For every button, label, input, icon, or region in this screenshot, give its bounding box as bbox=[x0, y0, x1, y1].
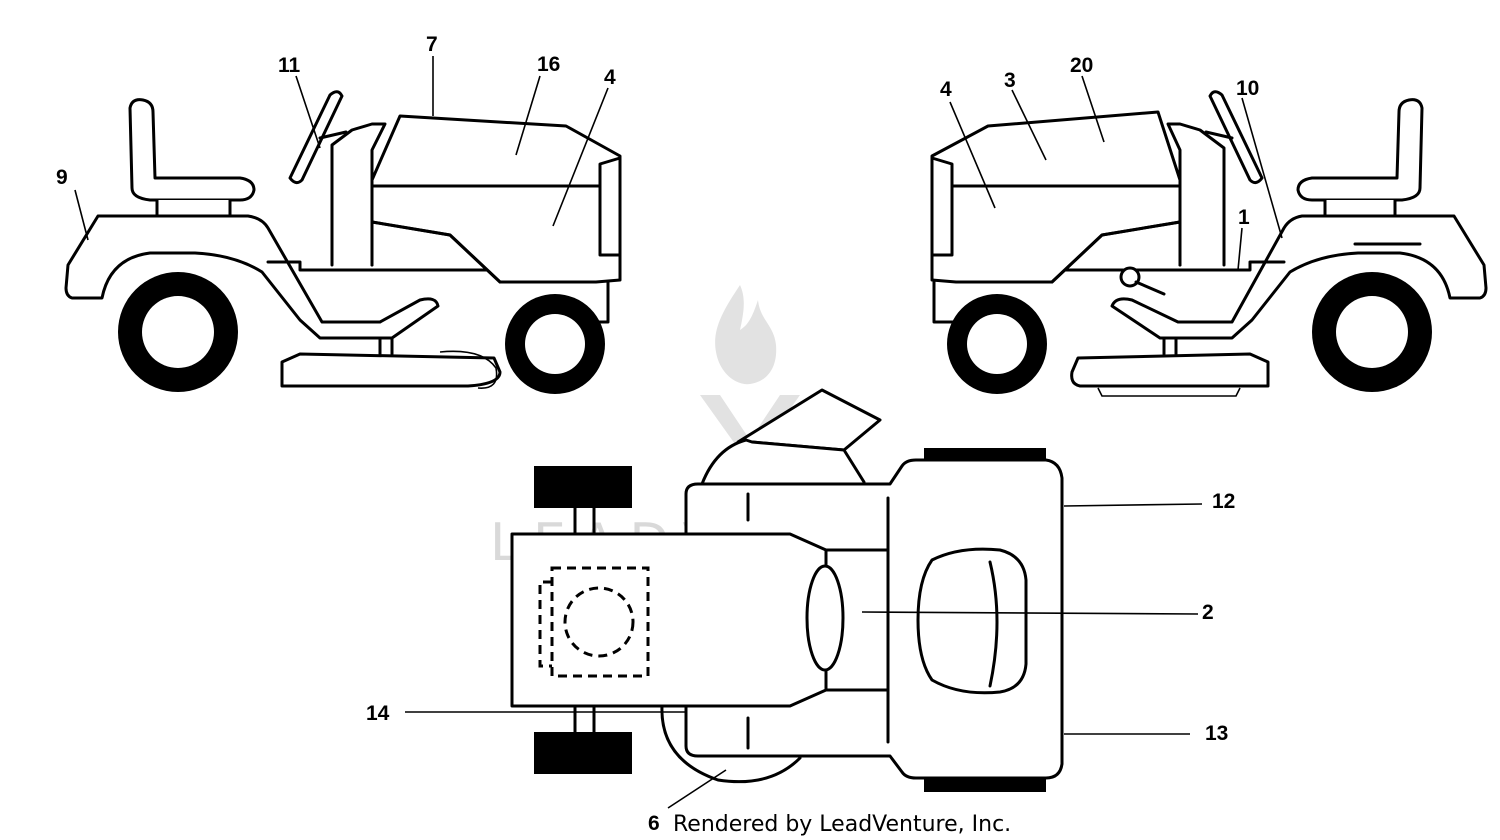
engine-inner bbox=[538, 580, 552, 668]
front-wheel-hub bbox=[525, 314, 585, 374]
rear-tire-bottom bbox=[924, 776, 1046, 792]
seat-top bbox=[916, 547, 1028, 695]
engine-outline bbox=[550, 566, 650, 678]
deck-chute bbox=[439, 350, 498, 389]
callout-9: 9 bbox=[56, 166, 68, 189]
frame bbox=[932, 260, 1286, 324]
rear-fender bbox=[1110, 214, 1488, 340]
hood bbox=[930, 110, 1182, 284]
grille bbox=[930, 156, 954, 257]
callout-labels: 9 11 7 16 4 4 3 20 10 1 12 2 13 14 6 bbox=[56, 33, 1259, 835]
callout-20: 20 bbox=[1070, 54, 1093, 77]
render-credit: Rendered by LeadVenture, Inc. bbox=[673, 812, 1011, 837]
callout-14: 14 bbox=[366, 702, 390, 725]
callout-6: 6 bbox=[648, 812, 660, 835]
hood-side bbox=[1050, 220, 1182, 284]
seat-back bbox=[128, 98, 256, 202]
deck-top-bulge bbox=[700, 438, 866, 486]
engine-flywheel bbox=[563, 586, 635, 658]
tractor-top-view bbox=[510, 388, 1064, 792]
seat-base bbox=[1323, 198, 1397, 218]
rear-wheel-hub bbox=[142, 296, 214, 368]
seat-back-top bbox=[988, 560, 999, 688]
callout-16: 16 bbox=[537, 53, 560, 76]
steering-column bbox=[1204, 130, 1234, 140]
front-axle-bottom bbox=[573, 704, 596, 734]
callout-12: 12 bbox=[1212, 490, 1235, 513]
top-hood bbox=[510, 532, 828, 708]
steering-column bbox=[318, 130, 348, 140]
deck-bottom-bulge bbox=[660, 704, 802, 784]
deck-lift bbox=[1162, 336, 1178, 356]
front-axle-top bbox=[573, 506, 596, 536]
callout-13: 13 bbox=[1205, 722, 1228, 745]
hood-neck bbox=[824, 548, 890, 692]
frame bbox=[266, 260, 610, 324]
callout-4-right: 4 bbox=[940, 78, 952, 101]
steering-wheel bbox=[1208, 90, 1264, 185]
rear-wheel-hub bbox=[1336, 296, 1408, 368]
front-wheel-hub bbox=[967, 314, 1027, 374]
callout-3: 3 bbox=[1004, 69, 1016, 92]
callout-2: 2 bbox=[1202, 601, 1214, 624]
tractor-right-side-view bbox=[930, 90, 1488, 397]
tractor-left-side-view bbox=[64, 90, 622, 394]
callout-10: 10 bbox=[1236, 77, 1259, 100]
seat-back bbox=[1296, 98, 1424, 202]
cut-lever bbox=[1134, 280, 1166, 296]
steering-wheel-top bbox=[805, 564, 845, 672]
grille bbox=[598, 156, 622, 257]
rear-fender bbox=[64, 214, 440, 340]
callout-1: 1 bbox=[1238, 206, 1250, 229]
discharge-chute bbox=[736, 388, 882, 452]
front-tire-bottom bbox=[534, 732, 632, 774]
hood bbox=[370, 114, 622, 284]
front-tire-top bbox=[534, 466, 632, 508]
callout-4-left: 4 bbox=[604, 66, 616, 89]
mower-deck bbox=[1070, 352, 1270, 388]
leader-lines bbox=[74, 56, 1283, 809]
callout-11: 11 bbox=[278, 54, 301, 77]
mower-deck bbox=[280, 352, 502, 388]
seat-base bbox=[155, 198, 232, 218]
hood-side bbox=[370, 220, 502, 284]
flame-v-logo-icon bbox=[700, 285, 800, 465]
deck-chute bbox=[1097, 387, 1241, 397]
deck-lift bbox=[378, 336, 394, 356]
callout-7: 7 bbox=[426, 33, 438, 56]
cut-lever-knob bbox=[1119, 266, 1141, 288]
dash-tower bbox=[1166, 122, 1226, 267]
